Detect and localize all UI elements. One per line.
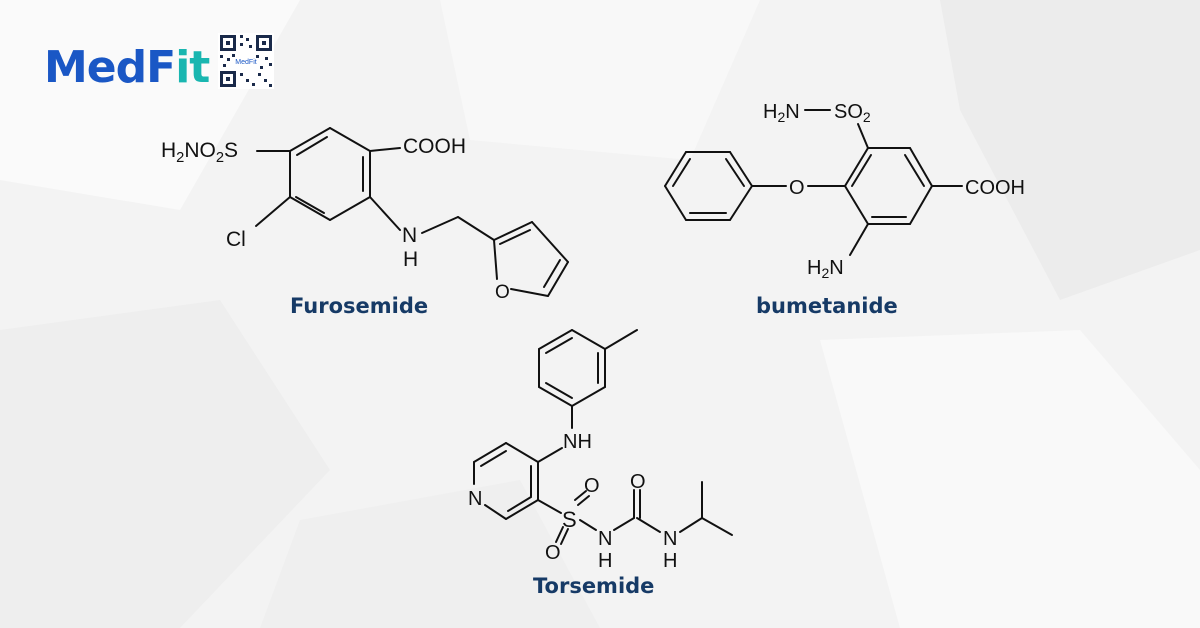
furosemide-furan-ring: [493, 221, 569, 297]
bumetanide-amine-label: H2N: [763, 101, 800, 125]
torsemide-structure: NH N S O O N H O N H: [468, 329, 733, 572]
torsemide-tolyl-ring: [538, 329, 606, 407]
bumetanide-phenyl-ring: [664, 151, 753, 221]
medfit-logo: MedFit: [44, 42, 210, 93]
torsemide-sulfonyl-h-label: H: [598, 550, 612, 572]
torsemide-urea-n-label: N: [663, 528, 677, 550]
bumetanide-structure: H2N SO2 O COOH H2N: [664, 101, 1025, 281]
bumetanide-ether-o-label: O: [789, 177, 805, 199]
torsemide-nh-label: NH: [563, 431, 592, 453]
torsemide-oxygen-top-label: O: [584, 475, 600, 497]
torsemide-sulfur-label: S: [562, 507, 577, 532]
bumetanide-benzene-ring: [844, 147, 933, 225]
bumetanide-caption: bumetanide: [756, 294, 898, 318]
svg-text:MedFit: MedFit: [235, 59, 256, 66]
torsemide-sulfonyl-n-label: N: [598, 528, 612, 550]
furosemide-chloro-label: Cl: [226, 228, 246, 251]
furosemide-furan-o-label: O: [495, 282, 510, 303]
bumetanide-amine2-label: H2N: [807, 257, 844, 281]
furosemide-sulfonamide-label: H2NO2S: [161, 139, 238, 166]
furosemide-amine-n-label: N: [402, 224, 417, 247]
bumetanide-acid-label: COOH: [965, 177, 1025, 199]
furosemide-acid-label: COOH: [403, 135, 466, 158]
furosemide-benzene-ring: [289, 127, 371, 221]
torsemide-oxygen-bottom-label: O: [545, 542, 561, 564]
torsemide-pyridine-ring: [473, 442, 539, 520]
torsemide-pyridine-n-label: N: [468, 488, 482, 510]
bumetanide-sulfonyl-label: SO2: [834, 101, 871, 125]
furosemide-caption: Furosemide: [290, 294, 429, 318]
furosemide-amine-h-label: H: [403, 248, 418, 271]
torsemide-urea-h-label: H: [663, 550, 677, 572]
torsemide-carbonyl-o-label: O: [630, 471, 646, 493]
torsemide-caption: Torsemide: [533, 574, 655, 598]
qr-code-icon: MedFit: [218, 33, 274, 89]
furosemide-structure: H2NO2S COOH Cl N H O: [161, 127, 569, 303]
